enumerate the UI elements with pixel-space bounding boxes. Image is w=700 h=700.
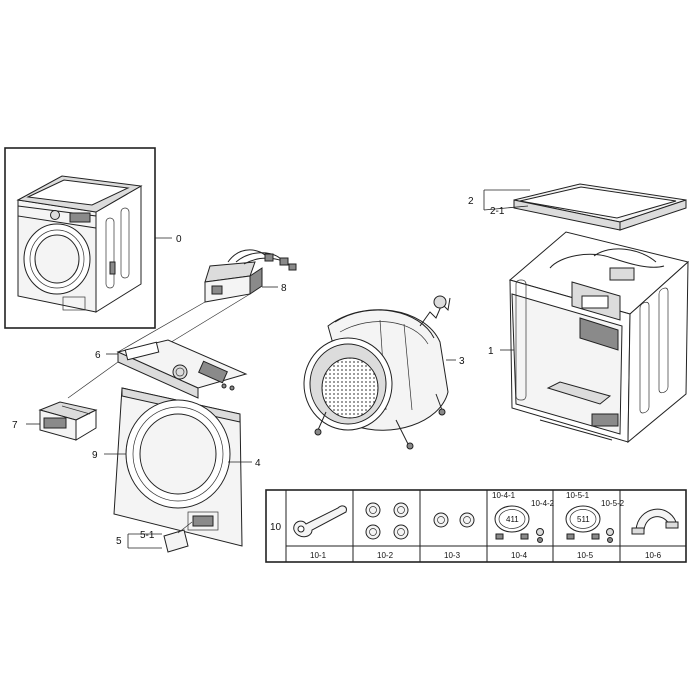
label-front-frame: 4 bbox=[255, 458, 261, 469]
cabinet-frame: 1 bbox=[488, 231, 690, 444]
hose-icon bbox=[494, 505, 544, 543]
label-top-cover-sub: 2-1 bbox=[490, 206, 505, 217]
complete-washer-assembly: 0 bbox=[4, 147, 182, 329]
hose-tag-511: 511 bbox=[577, 515, 590, 524]
label-pcb-assembly: 8 bbox=[281, 283, 287, 294]
tub-assembly: 3 bbox=[303, 295, 465, 450]
label-filter-cover-sub: 5-1 bbox=[140, 530, 155, 541]
label-accessory-kit: 10 bbox=[270, 522, 282, 533]
label-control-panel: 6 bbox=[95, 350, 101, 361]
top-cover: 2 2-1 bbox=[468, 183, 687, 231]
filter-cover: 5-1 5 bbox=[116, 521, 193, 553]
front-frame: 9 4 bbox=[92, 387, 261, 547]
hose-guide-icon bbox=[631, 508, 679, 535]
label-door: 9 bbox=[92, 450, 98, 461]
label-cabinet: 1 bbox=[488, 346, 494, 357]
accessory-kit-table: 10 10-1 10-2 10-3 411 bbox=[265, 489, 687, 563]
accessory-sub-10-4-2: 10-4-2 bbox=[531, 499, 555, 508]
cap-pair-icon bbox=[433, 512, 475, 528]
detergent-drawer: 7 bbox=[12, 401, 98, 441]
control-panel: 6 bbox=[95, 339, 248, 399]
label-tub: 3 bbox=[459, 356, 465, 367]
door-assembly bbox=[125, 399, 231, 509]
accessory-code-10-1: 10-1 bbox=[310, 551, 327, 560]
accessory-code-10-4: 10-4 bbox=[511, 551, 528, 560]
accessory-sub-10-4-1: 10-4-1 bbox=[492, 491, 516, 500]
label-drawer: 7 bbox=[12, 420, 18, 431]
accessory-table-border bbox=[265, 489, 687, 563]
hose-icon bbox=[565, 505, 614, 543]
cap-set-icon bbox=[365, 502, 409, 540]
label-filter-cover: 5 bbox=[116, 536, 122, 547]
label-assembly: 0 bbox=[176, 234, 182, 245]
accessory-sub-10-5-1: 10-5-1 bbox=[566, 491, 590, 500]
pcb-wiring-assembly: 8 bbox=[204, 249, 297, 303]
hose-tag-411: 411 bbox=[506, 515, 519, 524]
wrench-icon bbox=[293, 505, 347, 538]
accessory-code-10-6: 10-6 bbox=[645, 551, 662, 560]
accessory-code-10-2: 10-2 bbox=[377, 551, 394, 560]
label-top-cover: 2 bbox=[468, 196, 474, 207]
accessory-code-10-5: 10-5 bbox=[577, 551, 594, 560]
accessory-sub-10-5-2: 10-5-2 bbox=[601, 499, 625, 508]
accessory-code-10-3: 10-3 bbox=[444, 551, 461, 560]
